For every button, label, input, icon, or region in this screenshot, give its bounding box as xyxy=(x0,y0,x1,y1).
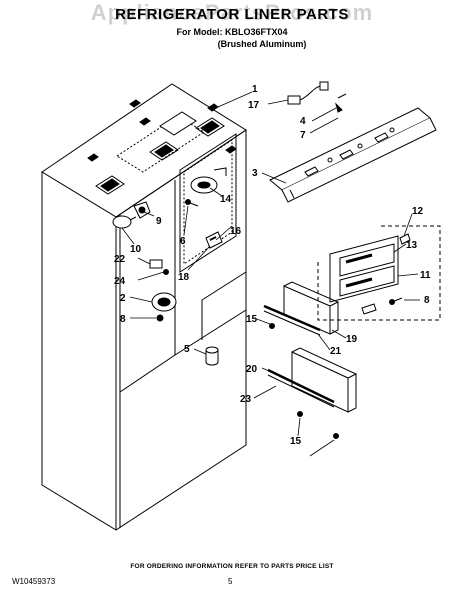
callout-5: 5 xyxy=(184,344,190,355)
callout-12: 12 xyxy=(412,206,424,217)
fan-assembly-2 xyxy=(151,292,177,312)
callout-16: 16 xyxy=(230,226,242,237)
callout-1: 1 xyxy=(252,84,258,95)
callout-9: 9 xyxy=(156,216,162,227)
finish-line: (Brushed Aluminum) xyxy=(217,39,307,49)
page-number: 5 xyxy=(228,577,233,586)
document-number: W10459373 xyxy=(12,577,56,586)
callout-18: 18 xyxy=(178,272,190,283)
screw-15-lower-b xyxy=(333,433,339,439)
callout-20: 20 xyxy=(246,364,258,375)
light-socket-9 xyxy=(133,201,151,219)
callout-15-upper: 15 xyxy=(246,314,258,325)
liner-cabinet xyxy=(41,83,247,531)
screw-24 xyxy=(163,269,169,275)
callout-19: 19 xyxy=(346,334,358,345)
callout-11: 11 xyxy=(420,270,431,281)
callout-23: 23 xyxy=(240,394,252,405)
light-bulb-10 xyxy=(112,215,137,229)
screw-8-right xyxy=(361,297,403,315)
control-housing-14 xyxy=(190,167,227,194)
upper-bracket xyxy=(269,107,437,203)
callout-7: 7 xyxy=(300,130,306,141)
screw-15-lower-a xyxy=(297,411,303,417)
callout-8-left: 8 xyxy=(120,314,126,325)
callout-10: 10 xyxy=(130,244,142,255)
callout-2: 2 xyxy=(120,293,126,304)
callout-3: 3 xyxy=(252,168,258,179)
bumper-5 xyxy=(205,346,219,366)
screw-8-left xyxy=(156,314,164,322)
callout-8-right: 8 xyxy=(424,295,430,306)
ordering-note: FOR ORDERING INFORMATION REFER TO PARTS … xyxy=(130,563,334,570)
connector-16 xyxy=(205,231,223,249)
callout-21: 21 xyxy=(330,346,342,357)
wire-harness-17 xyxy=(287,81,329,105)
screw-4 xyxy=(335,93,347,113)
model-line: For Model: KBLO36FTX04 xyxy=(176,27,288,37)
callout-4: 4 xyxy=(300,116,306,127)
callout-numbers: 1 17 4 7 3 14 6 16 18 9 10 22 24 2 8 5 1… xyxy=(114,84,431,447)
control-panel-assembly xyxy=(329,233,411,303)
screw-6 xyxy=(189,202,199,207)
rail-strip-21 xyxy=(263,304,321,332)
callout-24: 24 xyxy=(114,276,126,287)
callout-6: 6 xyxy=(180,236,186,247)
bracket-22 xyxy=(149,259,163,269)
leader-lines xyxy=(121,91,420,457)
callout-22: 22 xyxy=(114,254,126,265)
watermark: AppliancePartsPros.com xyxy=(90,0,374,25)
callout-13: 13 xyxy=(406,240,418,251)
rail-strip-23 xyxy=(267,368,335,404)
screw-15-upper xyxy=(269,323,275,329)
drawer-rail-19 xyxy=(263,281,340,336)
callout-15-lower: 15 xyxy=(290,436,302,447)
page-title: REFRIGERATOR LINER PARTS xyxy=(115,6,349,23)
drawer-rail-20 xyxy=(267,347,358,413)
callout-14: 14 xyxy=(220,194,232,205)
callout-17: 17 xyxy=(248,100,260,111)
